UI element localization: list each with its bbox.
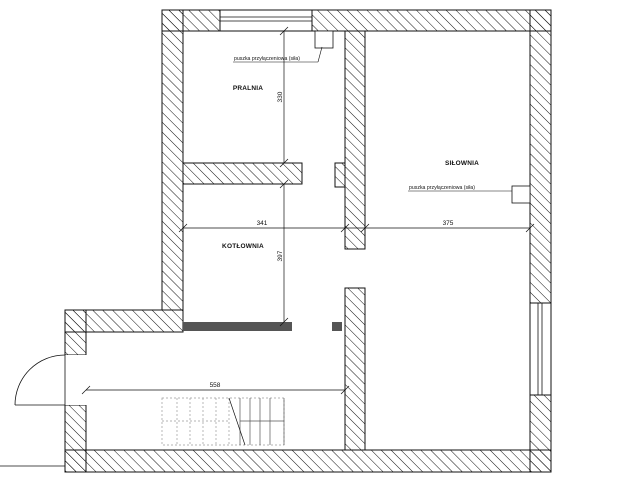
wall-bottom [64, 449, 552, 473]
room-label-pralnia: PRALNIA [233, 85, 263, 92]
wall-center-lower [344, 287, 366, 451]
dimension-label-right-width: 375 [443, 220, 454, 227]
wall-left-upper [161, 9, 184, 311]
wall-right [529, 9, 552, 473]
junction-box-pralnia [314, 30, 334, 49]
wall-center-niche [334, 162, 346, 188]
dimension-label-corridor: 558 [210, 382, 221, 389]
dimension-label-pralnia-height: 330 [277, 91, 284, 102]
wall-center-upper [344, 30, 366, 250]
junction-boxes [233, 30, 531, 204]
dimension-lines [81, 26, 535, 395]
dimension-label-left-width: 341 [257, 220, 268, 227]
room-label-kotlownia: KOTŁOWNIA [222, 243, 264, 250]
junction-box-silownia [511, 185, 531, 204]
window-top [219, 9, 313, 32]
stairs [161, 397, 285, 446]
wall-partition [182, 162, 303, 185]
walls [64, 9, 552, 473]
wall-left-bottom [64, 404, 87, 473]
solid-partition-small [332, 322, 342, 331]
dimension-label-kotlownia-height: 397 [277, 250, 284, 261]
room-label-silownia: SIŁOWNIA [445, 160, 479, 167]
wall-left-lower [64, 309, 87, 356]
solid-partition-kotlownia [183, 322, 292, 331]
door-opening [64, 355, 87, 405]
note-junction-box-silownia: puszka przyłączeniowa (siła) [409, 185, 475, 191]
note-junction-box-pralnia: puszka przyłączeniowa (siła) [234, 56, 300, 62]
window-right [529, 302, 552, 396]
windows [219, 9, 552, 396]
entrance-door [14, 354, 87, 406]
